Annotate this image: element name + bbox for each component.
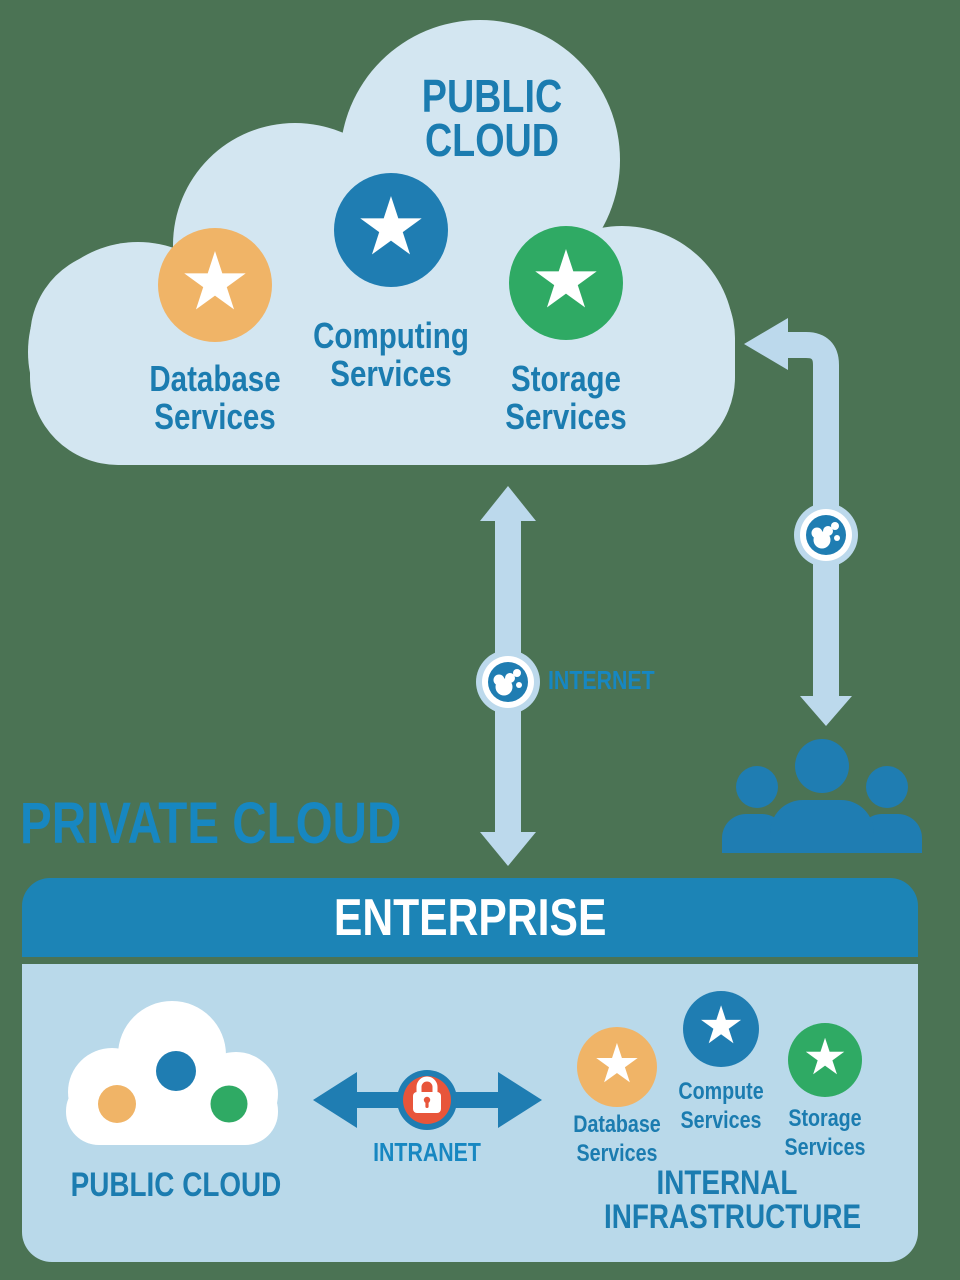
internet-arrow bbox=[480, 486, 536, 866]
computing-services-label: Computing Services bbox=[313, 315, 469, 394]
star-icon: ★ bbox=[530, 235, 602, 324]
storage-services-label: Storage Services bbox=[505, 358, 627, 437]
internal-database-badge: ★ bbox=[577, 1027, 657, 1107]
computing-services-badge: ★ bbox=[334, 173, 448, 287]
internet-label: INTERNET bbox=[548, 665, 655, 695]
globe-icon bbox=[794, 503, 858, 567]
internal-infrastructure-heading: INTERNAL INFRASTRUCTURE bbox=[604, 1164, 862, 1236]
enterprise-header-bar: ENTERPRISE bbox=[22, 878, 918, 957]
enterprise-title: ENTERPRISE bbox=[333, 888, 607, 947]
globe-icon bbox=[476, 650, 540, 714]
users-icon bbox=[722, 739, 922, 853]
star-icon: ★ bbox=[179, 237, 251, 326]
storage-services-badge: ★ bbox=[509, 226, 623, 340]
star-icon: ★ bbox=[355, 182, 427, 271]
users-cloud-arrow bbox=[744, 318, 852, 726]
internal-compute-badge: ★ bbox=[683, 991, 759, 1067]
private-cloud-heading: PRIVATE CLOUD bbox=[20, 791, 402, 856]
star-icon: ★ bbox=[697, 997, 745, 1055]
star-icon: ★ bbox=[592, 1034, 642, 1094]
intranet-label: INTRANET bbox=[373, 1137, 481, 1167]
internal-storage-label: Storage Services bbox=[784, 1105, 866, 1161]
internal-compute-label: Compute Services bbox=[678, 1078, 764, 1134]
database-services-label: Database Services bbox=[149, 358, 281, 437]
internal-database-label: Database Services bbox=[573, 1111, 661, 1167]
star-icon: ★ bbox=[802, 1029, 848, 1085]
internal-storage-badge: ★ bbox=[788, 1023, 862, 1097]
public-cloud-title: PUBLIC CLOUD bbox=[421, 70, 563, 166]
enterprise-public-cloud-label: PUBLIC CLOUD bbox=[70, 1166, 282, 1204]
database-services-badge: ★ bbox=[158, 228, 272, 342]
